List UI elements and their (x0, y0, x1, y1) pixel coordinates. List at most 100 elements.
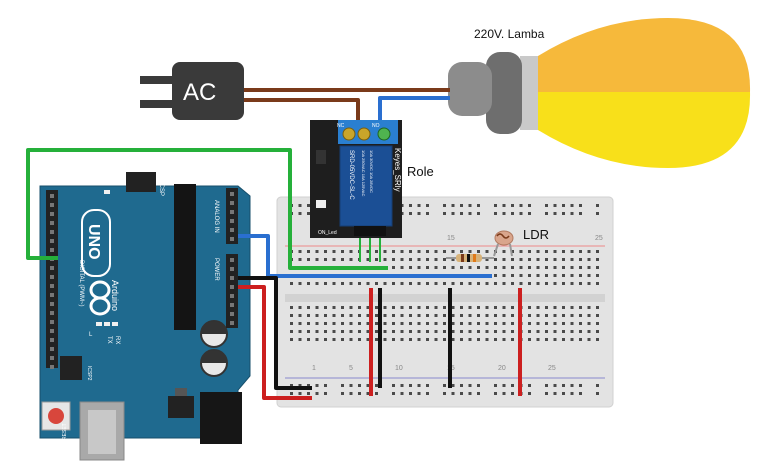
hole (468, 314, 472, 317)
hole (570, 338, 574, 341)
hole (528, 338, 531, 341)
tx-label: TX (106, 336, 112, 344)
hole (417, 258, 421, 261)
relay-nc-label: NC (337, 123, 345, 129)
hole (570, 322, 574, 325)
hole (468, 212, 472, 215)
lamp-label: 220V. Lamba (474, 27, 545, 41)
hole (477, 250, 480, 253)
hole (545, 314, 548, 317)
hole (400, 384, 404, 387)
hole (341, 384, 344, 387)
hole (366, 250, 370, 253)
hole (485, 266, 489, 269)
hole (596, 384, 599, 387)
hole (341, 322, 344, 325)
hole (536, 258, 540, 261)
hole (443, 282, 446, 285)
hole (570, 282, 574, 285)
wire-relay-to-lamp (378, 96, 450, 128)
hole (545, 322, 548, 325)
hole (443, 306, 446, 309)
hole (553, 282, 557, 285)
reset-label: RESET (62, 423, 68, 440)
hole (409, 258, 412, 261)
hole (468, 322, 472, 325)
hole (570, 314, 574, 317)
hole (528, 274, 531, 277)
hole (417, 338, 421, 341)
hole (400, 392, 404, 395)
hole (324, 250, 327, 253)
hole (332, 250, 336, 253)
hole (587, 338, 591, 341)
hole (324, 314, 327, 317)
hole (443, 322, 446, 325)
wires (26, 88, 522, 400)
hole (502, 282, 506, 285)
hole (536, 266, 540, 269)
tx-led (104, 322, 110, 326)
hole (307, 322, 310, 325)
hole (477, 322, 480, 325)
uno-badge (81, 209, 111, 277)
hole (400, 258, 404, 261)
hole (426, 212, 429, 215)
icsp-label: ICSP (158, 182, 164, 196)
hole (358, 306, 361, 309)
hole (341, 258, 344, 261)
hole (468, 338, 472, 341)
hole (332, 314, 336, 317)
rx-led (112, 322, 118, 326)
hole (426, 330, 429, 333)
bulb-bottom-half (538, 92, 751, 168)
hole (50, 248, 54, 252)
hole (417, 330, 421, 333)
reset-button-cap[interactable] (48, 408, 64, 424)
hole (562, 258, 565, 261)
hole (50, 194, 54, 198)
hole (553, 322, 557, 325)
hole (375, 282, 378, 285)
icsp-header (126, 172, 156, 192)
hole (307, 204, 310, 207)
hole (409, 392, 412, 395)
relay-rating-2: 10A 30VDC 10A 28VDC (369, 150, 374, 193)
hole (324, 392, 327, 395)
hole (307, 306, 310, 309)
hole (383, 250, 387, 253)
hole (349, 250, 353, 253)
hole (596, 330, 599, 333)
hole (417, 282, 421, 285)
hole (536, 338, 540, 341)
hole (434, 338, 438, 341)
hole (315, 338, 319, 341)
hole (451, 204, 455, 207)
relay-cube (339, 145, 393, 227)
hole (596, 266, 599, 269)
microcontroller-chip (174, 184, 196, 330)
hole (332, 258, 336, 261)
icsp2-header (60, 356, 82, 380)
hole (298, 330, 302, 333)
hole (50, 347, 54, 351)
hole (230, 312, 234, 316)
hole (434, 266, 438, 269)
hole (528, 384, 531, 387)
hole (545, 212, 548, 215)
hole (460, 392, 463, 395)
hole (519, 266, 523, 269)
hole (468, 250, 472, 253)
capacitor-2-mark (201, 350, 227, 363)
hole (375, 306, 378, 309)
col-num: 5 (349, 365, 353, 372)
hole (460, 306, 463, 309)
relay-no-label: NO (372, 123, 380, 129)
hole (485, 314, 489, 317)
hole (315, 258, 319, 261)
hole (298, 258, 302, 261)
col-num: 20 (498, 365, 506, 372)
hole (451, 322, 455, 325)
hole (409, 282, 412, 285)
relay-title: Keyes_SRly (393, 148, 402, 192)
